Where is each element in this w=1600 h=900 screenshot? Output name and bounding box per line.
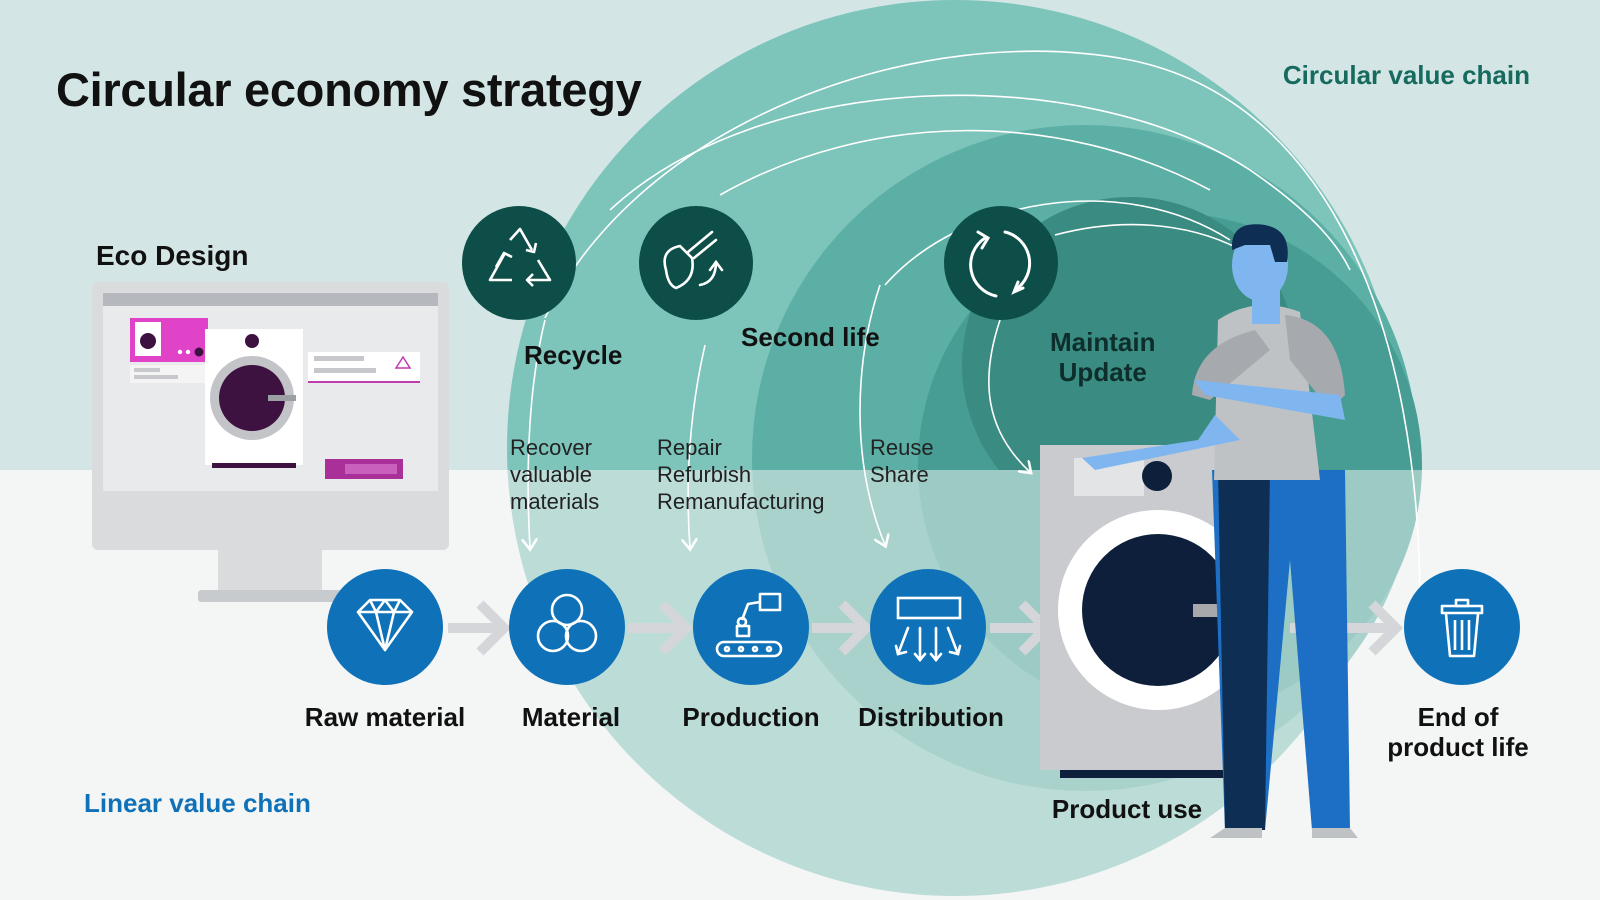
person-figure [1082, 224, 1358, 838]
robot-arm-icon [715, 592, 783, 658]
circular-value-chain-label: Circular value chain [1282, 60, 1530, 90]
maintain-update-title: Maintain Update [1050, 327, 1156, 387]
wrench-icon [663, 230, 724, 290]
recycle-node [462, 206, 576, 320]
material-label: Material [521, 702, 621, 732]
distribution-label: Distribution [858, 702, 1004, 732]
washing-machine [1040, 445, 1258, 778]
recycle-icon [488, 227, 552, 287]
recycle-description: Recover valuable materials [510, 435, 600, 514]
production-label: Production [682, 702, 820, 732]
diamond-icon [356, 598, 414, 652]
production-node [693, 569, 809, 685]
end-of-life-node [1404, 569, 1520, 685]
material-node [509, 569, 625, 685]
second-life-node [639, 206, 753, 320]
second-life-description: Repair Refurbish Remanufacturing [657, 435, 825, 514]
reuse-share-description: Reuse Share [870, 435, 934, 487]
end-of-product-life-label: End of product life [1387, 702, 1529, 762]
circles-icon [536, 593, 598, 653]
flow-arcs [528, 50, 1421, 606]
linear-value-chain-label: Linear value chain [84, 788, 311, 818]
eco-design-monitor [92, 282, 449, 602]
page-title: Circular economy strategy [56, 63, 642, 116]
refresh-icon [969, 230, 1032, 298]
recycle-title: Recycle [524, 340, 623, 370]
eco-design-label: Eco Design [96, 240, 249, 271]
distribution-node [870, 569, 986, 685]
product-use-label: Product use [1051, 794, 1203, 824]
distribution-icon [894, 596, 962, 663]
trash-icon [1440, 598, 1484, 658]
raw-material-label: Raw material [304, 702, 466, 732]
second-life-title: Second life [741, 322, 880, 352]
raw-material-node [327, 569, 443, 685]
maintain-node [944, 206, 1058, 320]
